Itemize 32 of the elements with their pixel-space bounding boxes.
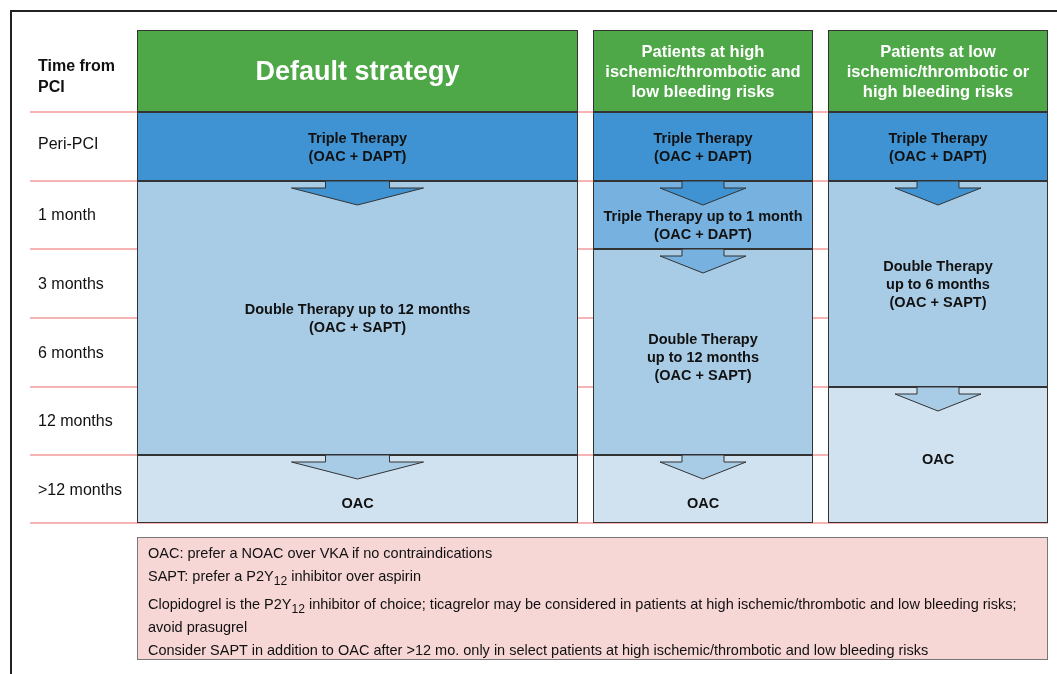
time-label: 12 months [38, 412, 113, 430]
axis-heading: Time from PCI [38, 56, 117, 97]
column-header: Patients at low ischemic/thrombotic or high bleeding risks [828, 30, 1048, 112]
note-text: SAPT: prefer a P2Y$_{12}$ inhibitor over aspirin [148, 567, 422, 590]
therapy-block: OAC [828, 387, 1048, 523]
therapy-block: Triple Therapy (OAC + DAPT) [593, 112, 813, 181]
therapy-block: OAC [593, 455, 813, 523]
time-label: Peri-PCI [38, 135, 99, 153]
note-text: OAC: prefer a NOAC over VKA if no contraindications [148, 544, 494, 562]
time-label: 1 month [38, 206, 96, 224]
therapy-block: OAC [137, 455, 578, 523]
therapy-block: Double Therapy up to 12 months (OAC + SAPT) [593, 249, 813, 455]
block-arrow [291, 454, 424, 480]
block-arrow [659, 248, 747, 274]
note-text: Consider SAPT in addition to OAC after >12 mo. only in select patients at high ischemic/thrombotic and low bleeding risks [148, 640, 930, 659]
column-header: Patients at high ischemic/thrombotic and low bleeding risks [593, 30, 813, 112]
time-label: >12 months [38, 481, 123, 499]
block-arrow [894, 180, 982, 206]
block-arrow [291, 180, 424, 206]
block-arrow [659, 454, 747, 480]
notes-panel [137, 537, 1048, 660]
time-label: 3 months [38, 275, 104, 293]
therapy-block: Double Therapy up to 6 months (OAC + SAPT) [828, 181, 1048, 387]
column-header: Default strategy [137, 30, 578, 112]
block-arrow [659, 180, 747, 206]
note-text: Clopidogrel is the P2Y$_{12}$ inhibitor of choice; ticagrelor may be considered in patients at high ischemic/thrombotic and low bleeding risks; avoid prasugrel [148, 594, 1018, 636]
therapy-block: Triple Therapy up to 1 month (OAC + DAPT) [593, 181, 813, 249]
therapy-block: Triple Therapy (OAC + DAPT) [137, 112, 578, 181]
therapy-block: Double Therapy up to 12 months (OAC + SAPT) [137, 181, 578, 455]
time-label: 6 months [38, 344, 104, 362]
therapy-block: Triple Therapy (OAC + DAPT) [828, 112, 1048, 181]
block-arrow [894, 386, 982, 412]
